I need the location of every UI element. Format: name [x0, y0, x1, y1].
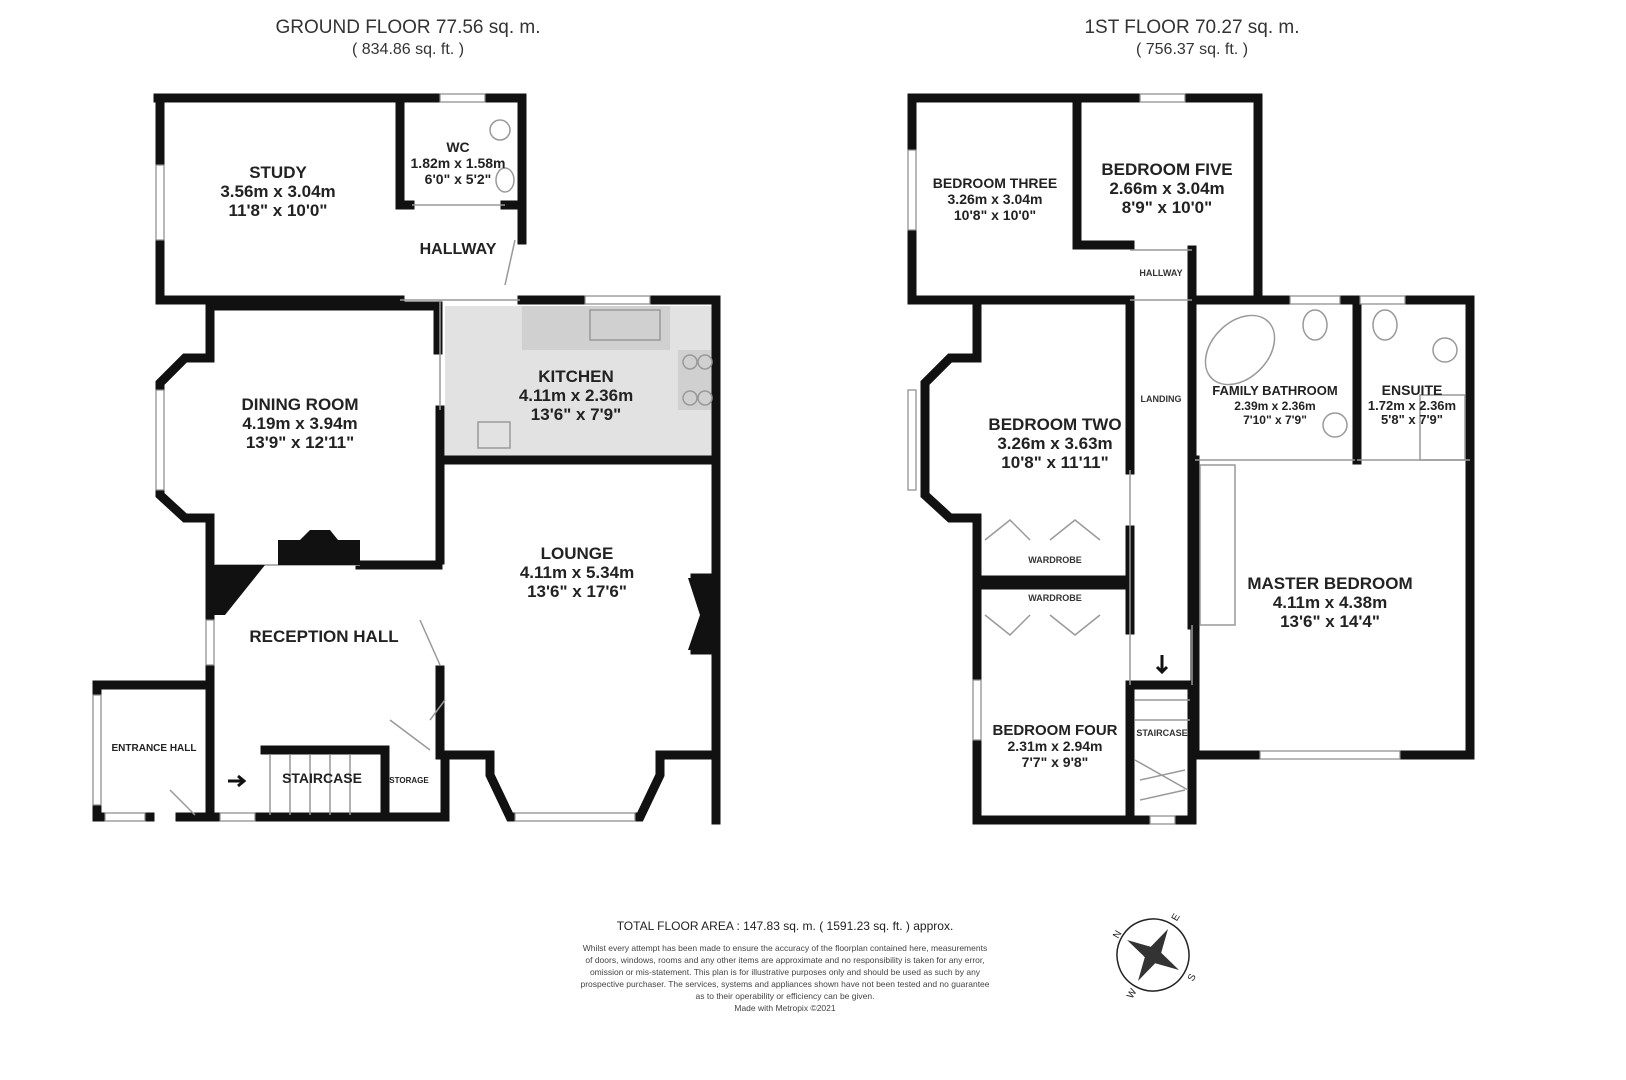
ground-floor-title: GROUND FLOOR 77.56 sq. m. — [275, 17, 540, 38]
wardrobe-label: WARDROBE — [1028, 593, 1082, 603]
hob-icon — [682, 354, 713, 406]
svg-text:BEDROOM THREE: BEDROOM THREE — [933, 175, 1057, 191]
bath-icon — [1204, 314, 1276, 386]
room-kitchen: KITCHEN 4.11m x 2.36m 13'6" x 7'9" — [519, 367, 633, 424]
svg-text:7'7" x 9'8": 7'7" x 9'8" — [1022, 754, 1089, 770]
svg-text:MASTER BEDROOM: MASTER BEDROOM — [1247, 574, 1412, 593]
sink-icon — [1322, 412, 1348, 438]
wardrobe-label: WARDROBE — [1028, 555, 1082, 565]
svg-text:2.66m x 3.04m: 2.66m x 3.04m — [1109, 179, 1224, 198]
toilet-icon — [1372, 309, 1398, 341]
shower-icon — [1419, 394, 1466, 461]
svg-text:Made with Metropix ©2021: Made with Metropix ©2021 — [734, 1003, 836, 1013]
svg-text:omission or mis-statement. Thi: omission or mis-statement. This plan is … — [590, 967, 981, 977]
svg-text:4.11m x 4.38m: 4.11m x 4.38m — [1273, 593, 1387, 612]
arrow-icon — [228, 774, 247, 788]
kitchen-sink-icon — [589, 309, 661, 341]
svg-text:13'6" x 14'4": 13'6" x 14'4" — [1280, 612, 1380, 631]
svg-text:1.72m x 2.36m: 1.72m x 2.36m — [1368, 398, 1456, 413]
room-study: STUDY 3.56m x 3.04m 11'8" x 10'0" — [220, 163, 335, 220]
svg-text:BEDROOM FOUR: BEDROOM FOUR — [993, 722, 1118, 739]
room-landing: LANDING — [1141, 394, 1182, 404]
svg-text:WC: WC — [446, 139, 469, 155]
disclaimer: Whilst every attempt has been made to en… — [580, 943, 989, 1013]
svg-text:13'9" x 12'11": 13'9" x 12'11" — [246, 433, 354, 452]
room-reception-hall: RECEPTION HALL — [249, 627, 398, 646]
room-hallway: HALLWAY — [420, 241, 497, 258]
svg-text:3.56m x 3.04m: 3.56m x 3.04m — [220, 182, 335, 201]
first-floor-plan: BEDROOM THREE 3.26m x 3.04m 10'8" x 10'0… — [907, 93, 1475, 825]
svg-text:13'6" x 17'6": 13'6" x 17'6" — [527, 582, 627, 601]
fireplace-icon — [688, 578, 713, 650]
svg-text:7'10" x 7'9": 7'10" x 7'9" — [1243, 413, 1307, 427]
room-dining-room: DINING ROOM 4.19m x 3.94m 13'9" x 12'11" — [241, 395, 358, 452]
svg-text:LOUNGE: LOUNGE — [541, 544, 614, 563]
svg-text:prospective purchaser. The ser: prospective purchaser. The services, sys… — [580, 979, 989, 989]
first-floor-subtitle: ( 756.37 sq. ft. ) — [1136, 41, 1248, 58]
room-hallway: HALLWAY — [1139, 268, 1182, 278]
arrow-icon — [1155, 655, 1169, 675]
svg-text:2.31m x 2.94m: 2.31m x 2.94m — [1008, 738, 1103, 754]
svg-text:3.26m x 3.04m: 3.26m x 3.04m — [948, 191, 1043, 207]
svg-text:BEDROOM FIVE: BEDROOM FIVE — [1101, 160, 1232, 179]
svg-text:DINING ROOM: DINING ROOM — [241, 395, 358, 414]
svg-text:4.11m x 5.34m: 4.11m x 5.34m — [520, 563, 634, 582]
svg-text:FAMILY BATHROOM: FAMILY BATHROOM — [1212, 383, 1337, 398]
svg-text:W: W — [1125, 987, 1140, 1001]
svg-text:E: E — [1170, 912, 1183, 924]
svg-text:STUDY: STUDY — [249, 163, 307, 182]
fireplace-icon — [213, 565, 265, 615]
room-bedroom-five: BEDROOM FIVE 2.66m x 3.04m 8'9" x 10'0" — [1101, 160, 1232, 217]
svg-text:5'8" x 7'9": 5'8" x 7'9" — [1381, 412, 1443, 427]
ground-floor-plan: STUDY 3.56m x 3.04m 11'8" x 10'0" WC 1.8… — [92, 93, 721, 825]
svg-text:1.82m x 1.58m: 1.82m x 1.58m — [411, 155, 506, 171]
room-staircase: STAIRCASE — [1136, 728, 1187, 738]
first-floor-title: 1ST FLOOR 70.27 sq. m. — [1084, 17, 1299, 38]
svg-text:8'9" x 10'0": 8'9" x 10'0" — [1122, 198, 1212, 217]
oven-icon — [477, 421, 511, 449]
room-bedroom-three: BEDROOM THREE 3.26m x 3.04m 10'8" x 10'0… — [933, 175, 1057, 223]
svg-text:3.26m x 3.63m: 3.26m x 3.63m — [997, 434, 1112, 453]
room-ensuite: ENSUITE 1.72m x 2.36m 5'8" x 7'9" — [1368, 382, 1456, 427]
svg-text:10'8" x 10'0": 10'8" x 10'0" — [954, 207, 1036, 223]
room-master-bedroom: MASTER BEDROOM 4.11m x 4.38m 13'6" x 14'… — [1247, 574, 1412, 631]
room-wc: WC 1.82m x 1.58m 6'0" x 5'2" — [411, 139, 506, 187]
svg-text:BEDROOM TWO: BEDROOM TWO — [988, 415, 1121, 434]
svg-text:10'8" x 11'11": 10'8" x 11'11" — [1001, 453, 1108, 472]
toilet-icon — [495, 167, 515, 193]
svg-text:S: S — [1186, 972, 1199, 984]
svg-text:of doors, windows, rooms and a: of doors, windows, rooms and any other i… — [585, 955, 984, 965]
svg-text:2.39m x 2.36m: 2.39m x 2.36m — [1234, 399, 1315, 413]
svg-text:N: N — [1111, 929, 1124, 941]
total-floor-area: TOTAL FLOOR AREA : 147.83 sq. m. ( 1591.… — [617, 919, 954, 933]
compass-rose-icon: N E S W — [1111, 912, 1199, 1001]
fireplace-icon — [278, 530, 360, 565]
sink-icon — [1432, 337, 1458, 363]
svg-text:ENSUITE: ENSUITE — [1382, 382, 1443, 398]
room-family-bathroom: FAMILY BATHROOM 2.39m x 2.36m 7'10" x 7'… — [1212, 383, 1337, 427]
first-floor-walls — [907, 93, 1475, 825]
svg-text:as to their operability or eff: as to their operability or efficiency ca… — [696, 991, 875, 1001]
ground-floor-subtitle: ( 834.86 sq. ft. ) — [352, 41, 464, 58]
svg-text:Whilst every attempt has been: Whilst every attempt has been made to en… — [583, 943, 987, 953]
room-bedroom-two: BEDROOM TWO 3.26m x 3.63m 10'8" x 11'11" — [988, 415, 1121, 472]
fitted-wardrobe-icon — [1199, 464, 1236, 626]
toilet-icon — [1302, 309, 1328, 341]
svg-text:4.11m x 2.36m: 4.11m x 2.36m — [519, 386, 633, 405]
svg-text:6'0" x 5'2": 6'0" x 5'2" — [425, 171, 492, 187]
room-bedroom-four: BEDROOM FOUR 2.31m x 2.94m 7'7" x 9'8" — [993, 722, 1118, 770]
room-entrance-hall: ENTRANCE HALL — [112, 743, 197, 754]
room-staircase: STAIRCASE — [282, 770, 362, 786]
svg-text:13'6" x 7'9": 13'6" x 7'9" — [531, 405, 621, 424]
svg-text:KITCHEN: KITCHEN — [538, 367, 614, 386]
svg-text:11'8" x 10'0": 11'8" x 10'0" — [229, 201, 328, 220]
svg-text:4.19m x 3.94m: 4.19m x 3.94m — [242, 414, 357, 433]
sink-icon — [489, 119, 511, 141]
ground-floor-walls — [92, 93, 721, 825]
room-storage: STORAGE — [389, 776, 429, 785]
room-lounge: LOUNGE 4.11m x 5.34m 13'6" x 17'6" — [520, 544, 634, 601]
